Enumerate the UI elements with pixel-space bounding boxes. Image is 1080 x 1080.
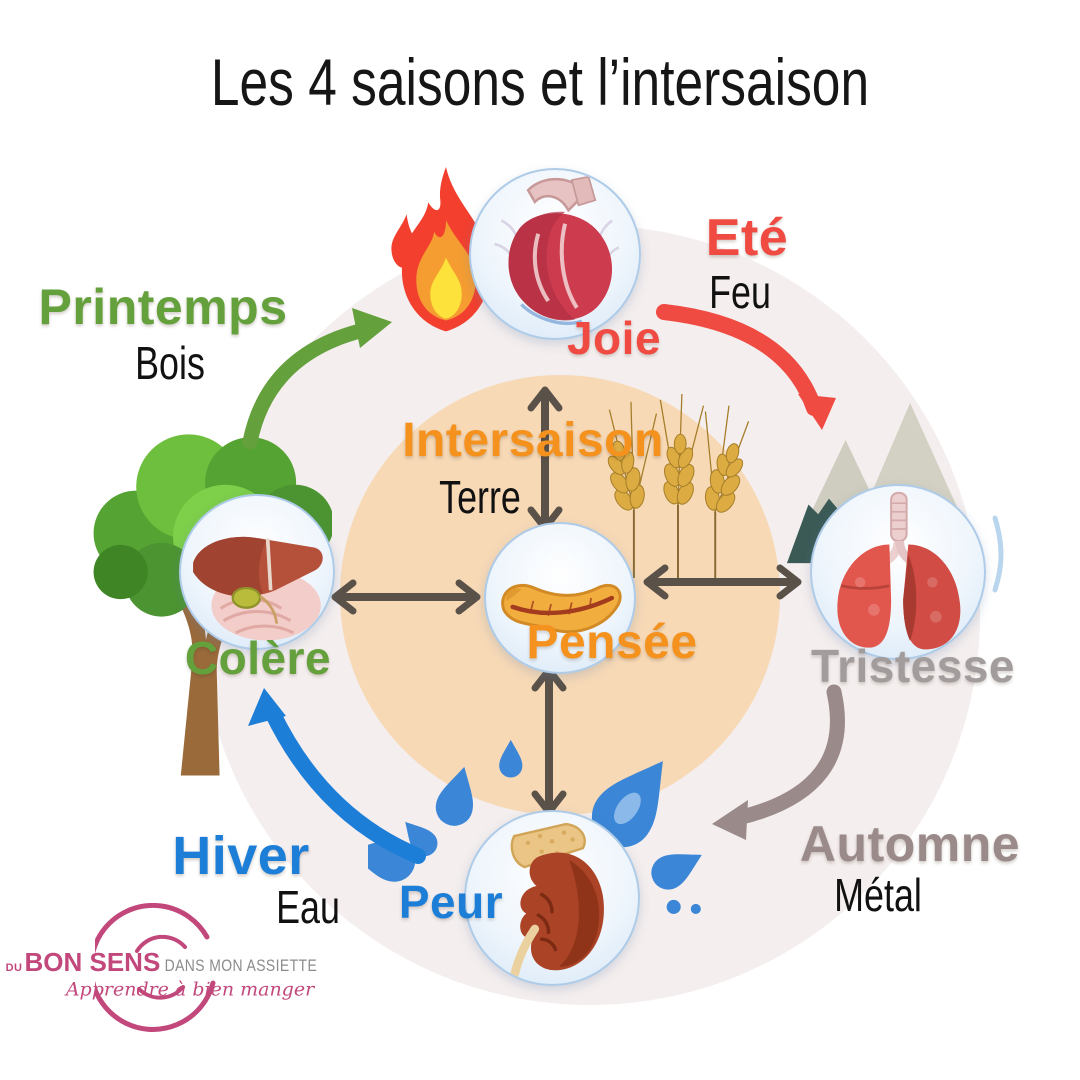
- label-element-terre: Terre: [439, 471, 521, 523]
- arrow-automne-to-hiver: [712, 684, 845, 840]
- logo-brand: BON SENS: [24, 947, 161, 977]
- label-element-bois: Bois: [135, 337, 205, 389]
- heart-icon: [469, 168, 641, 340]
- label-center-intersaison: Intersaison: [402, 414, 664, 467]
- wheat-icon: [580, 392, 776, 582]
- pancreas-icon: [484, 522, 636, 674]
- link-center-lungs: [643, 564, 802, 600]
- liver-icon: [179, 494, 335, 650]
- label-element-metal: Métal: [834, 869, 922, 921]
- lungs-icon: [810, 484, 986, 660]
- logo-prefix: DU: [5, 962, 23, 974]
- arc-decoration: [992, 515, 1004, 593]
- fire-icon: [383, 163, 511, 355]
- label-emotion-joie: Joie: [566, 312, 662, 364]
- label-emotion-peur: Peur: [398, 876, 504, 928]
- arrow-ete-to-automne: [656, 304, 836, 430]
- arrow-printemps-to-ete: [242, 308, 392, 450]
- label-season-automne: Automne: [799, 816, 1021, 872]
- logo-suffix: DANS MON ASSIETTE: [164, 956, 317, 975]
- label-emotion-tristesse: Tristesse: [811, 640, 1015, 692]
- page-title: Les 4 saisons et l’intersaison: [210, 45, 870, 119]
- label-season-hiver: Hiver: [172, 826, 310, 886]
- link-center-liver: [331, 579, 481, 615]
- kidney-icon: [464, 810, 640, 986]
- label-season-printemps: Printemps: [38, 279, 288, 335]
- label-element-eau: Eau: [276, 881, 340, 933]
- label-emotion-pensee: Pensée: [526, 616, 698, 669]
- label-season-ete: Eté: [705, 209, 789, 267]
- label-emotion-colere: Colère: [184, 632, 332, 684]
- arrow-hiver-to-printemps: [248, 688, 426, 864]
- logo-tagline: Apprendre à bien manger: [65, 978, 315, 1001]
- label-element-feu: Feu: [709, 266, 771, 318]
- link-center-kidney: [531, 666, 567, 816]
